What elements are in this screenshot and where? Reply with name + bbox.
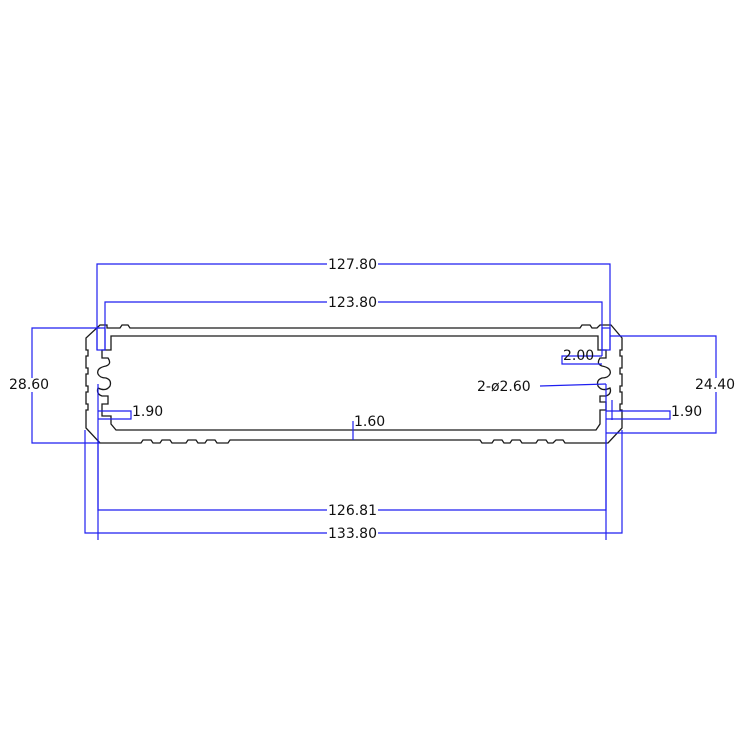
label-left-rib-width: 1.90: [132, 404, 164, 420]
inner-contour: [96, 335, 612, 431]
label-bottom-inner-width: 126.81: [327, 503, 378, 519]
label-slot-depth: 2.00: [563, 348, 595, 364]
dim-bottom-inner: [97, 440, 607, 511]
dim-right-rib: [606, 410, 671, 420]
outer-contour: [85, 324, 623, 444]
label-right-height: 24.40: [694, 377, 737, 393]
label-right-rib-width: 1.90: [671, 404, 703, 420]
label-wall-thickness: 1.60: [354, 414, 386, 430]
hole-leader: [539, 383, 607, 387]
label-top-outer-width: 127.80: [327, 257, 378, 273]
left-top-tick-box: [96, 327, 106, 351]
dim-left-rib: [98, 410, 132, 420]
right-top-tick-box: [601, 327, 611, 351]
label-bottom-overall-width: 133.80: [327, 526, 378, 542]
label-hole-callout: 2-ø2.60: [476, 379, 532, 395]
dim-slot: [561, 355, 602, 365]
label-left-height: 28.60: [8, 377, 51, 393]
label-top-inner-width: 123.80: [327, 295, 378, 311]
extrusion-profile: [85, 324, 623, 444]
